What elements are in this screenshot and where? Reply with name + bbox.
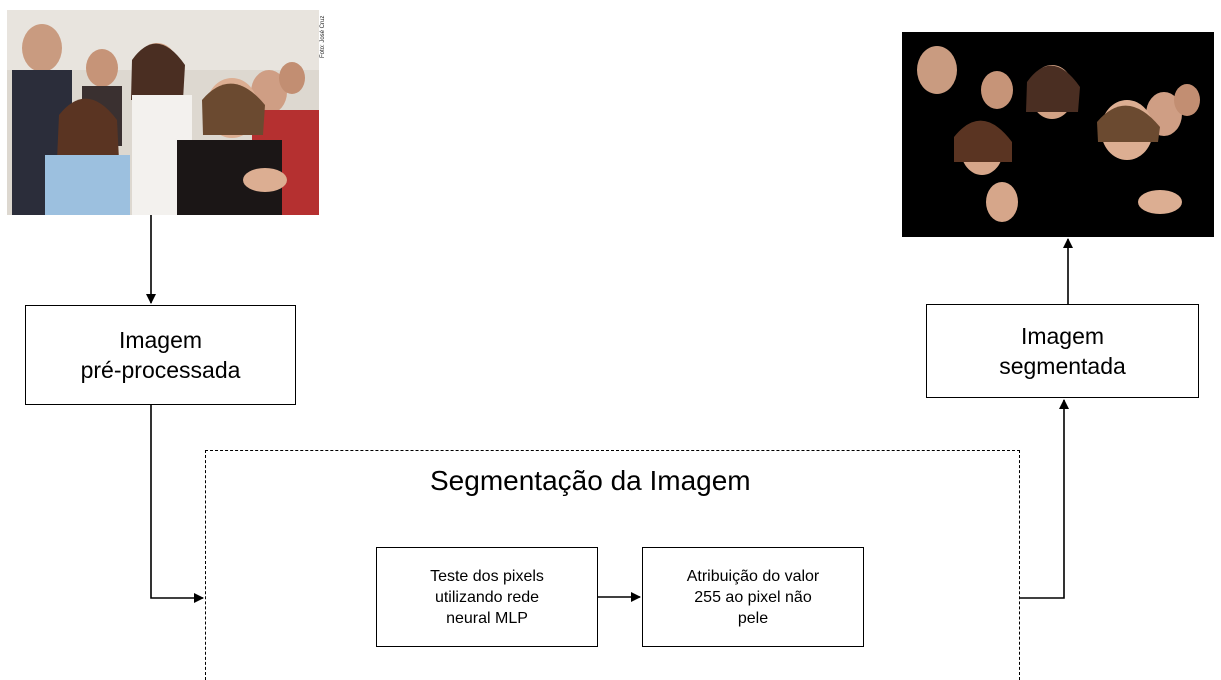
mlp-step-line1: Teste dos pixels bbox=[430, 567, 544, 585]
mlp-step-line2: utilizando rede bbox=[434, 588, 540, 606]
arrow-preprocessed-to-segmentation bbox=[150, 405, 204, 603]
input-photo bbox=[7, 10, 319, 215]
segmented-label-line2: segmentada bbox=[999, 353, 1126, 379]
preprocessed-image-box: Imagem pré-processada bbox=[25, 305, 296, 405]
preprocessed-label-line2: pré-processada bbox=[80, 357, 241, 383]
input-photo-illustration bbox=[7, 10, 319, 215]
assign-step-line2: 255 ao pixel não bbox=[694, 588, 812, 606]
segmented-photo-illustration bbox=[902, 32, 1214, 237]
assign-255-box: Atribuição do valor 255 ao pixel não pel… bbox=[642, 547, 864, 647]
mlp-pixel-test-box: Teste dos pixels utilizando rede neural … bbox=[376, 547, 598, 647]
segmentation-group-title: Segmentação da Imagem bbox=[430, 465, 751, 496]
assign-step-line1: Atribuição do valor bbox=[686, 567, 820, 585]
segmented-photo bbox=[902, 32, 1214, 237]
segmentation-group-border bbox=[205, 450, 1020, 680]
arrow-segmentation-to-segmented bbox=[1020, 399, 1069, 599]
mlp-step-line3: neural MLP bbox=[446, 609, 528, 627]
preprocessed-label-line1: Imagem bbox=[118, 327, 203, 353]
assign-step-line3: pele bbox=[737, 609, 769, 627]
segmented-label-line1: Imagem bbox=[1020, 323, 1105, 349]
segmented-image-box: Imagem segmentada bbox=[926, 304, 1199, 398]
